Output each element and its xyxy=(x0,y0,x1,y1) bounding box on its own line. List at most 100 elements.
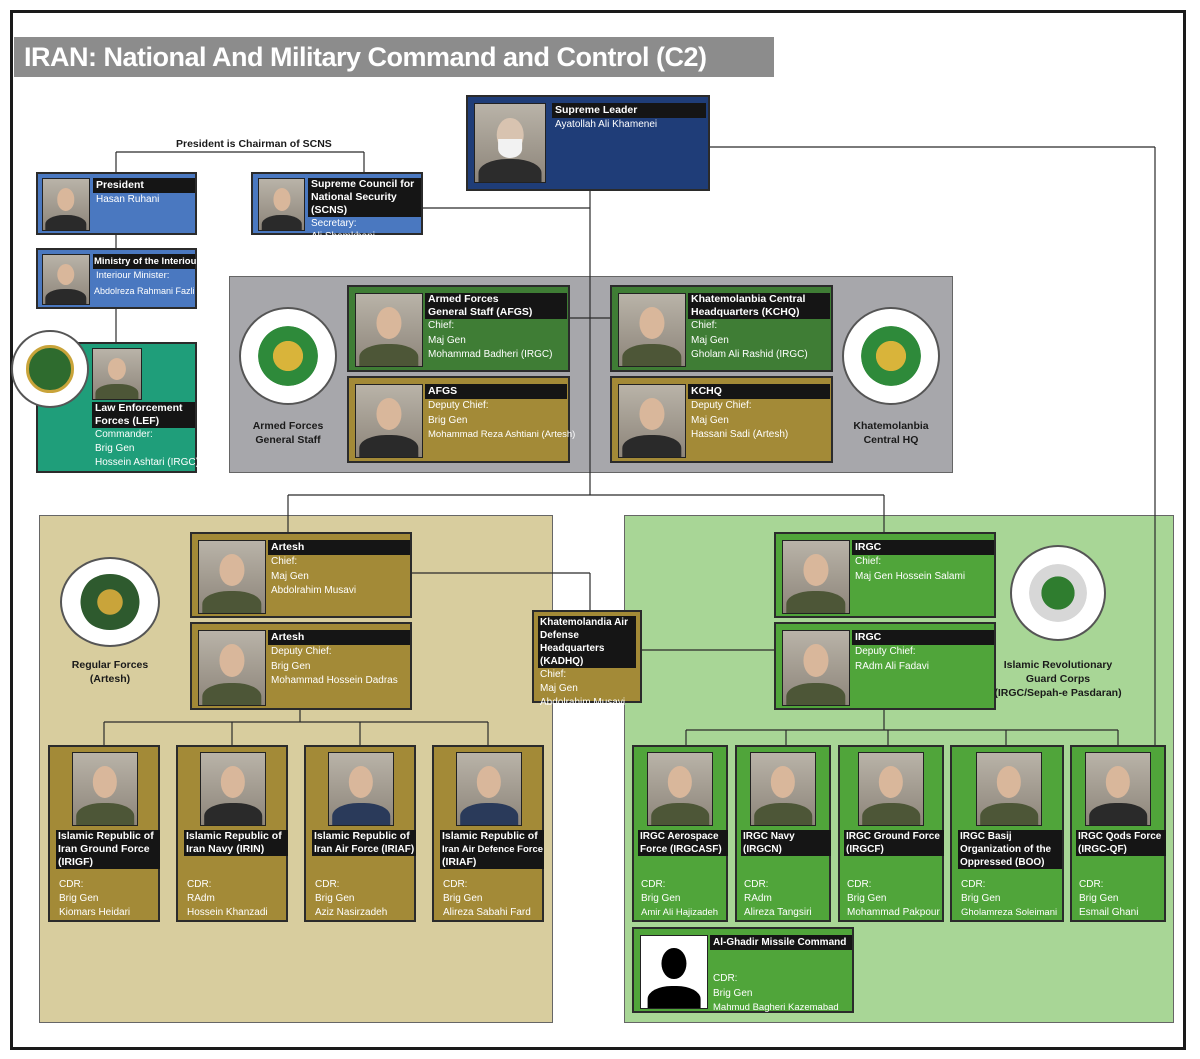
force-role: CDR: xyxy=(847,879,872,890)
force-rank: Brig Gen xyxy=(847,893,887,904)
president-header: President xyxy=(93,178,195,193)
force-header-line3: (IRIAF) xyxy=(442,856,477,868)
force-header-line2: Iran Ground Force xyxy=(58,843,150,855)
force-role: CDR: xyxy=(187,879,212,890)
kadhq-box: Khatemolandia Air Defense Headquarters (… xyxy=(532,610,642,708)
force-rank: RAdm xyxy=(187,893,215,904)
lef-police-emblem xyxy=(11,330,89,408)
artesh-emblem xyxy=(60,557,160,647)
force-header-line2: (IRGCN) xyxy=(743,844,782,855)
force-header-line2: Organization of the xyxy=(960,844,1052,855)
artesh-deputy-box: Artesh Deputy Chief: Brig Gen Mohammad H… xyxy=(190,622,412,710)
kchq-deputy-box: KCHQ Deputy Chief: Maj Gen Hassani Sadi … xyxy=(610,376,833,463)
irgc-chief-header: IRGC xyxy=(852,540,994,555)
lef-name: Hossein Ashtari (IRGC) xyxy=(95,457,199,468)
irgc-chief-role: Chief: xyxy=(855,556,882,567)
afgs-chief-header-line2: General Staff (AFGS) xyxy=(428,306,533,318)
force-header-line2: Iran Air Defence Force xyxy=(442,844,544,855)
artesh-deputy-header: Artesh xyxy=(268,630,410,645)
afgs-deputy-box: AFGS Deputy Chief: Brig Gen Mohammad Rez… xyxy=(347,376,576,463)
afgs-deputy-name: Mohammad Reza Ashtiani (Artesh) xyxy=(428,429,576,440)
scns-role: Secretary: xyxy=(311,218,357,229)
afgs-deputy-header: AFGS xyxy=(425,384,567,399)
force-commander-name: Gholamreza Soleimani xyxy=(961,907,1058,918)
artesh-chief-header: Artesh xyxy=(268,540,410,555)
supreme-leader-photo xyxy=(474,103,546,183)
president-name: Hasan Ruhani xyxy=(96,194,160,205)
irgc-deputy-role: Deputy Chief: xyxy=(855,646,916,657)
force-rank: Brig Gen xyxy=(1079,893,1119,904)
force-rank: Brig Gen xyxy=(315,893,355,904)
scns-box: Supreme Council for National Security (S… xyxy=(251,172,423,242)
force-header-line2: Force (IRGCASF) xyxy=(640,844,722,855)
force-header-line2: (IRGCF) xyxy=(846,844,884,855)
artesh-force-photo xyxy=(328,752,394,826)
artesh-chief-name: Abdolrahim Musavi xyxy=(271,585,357,596)
scns-photo xyxy=(258,178,305,231)
kchq-deputy-photo xyxy=(618,384,686,458)
afgs-deputy-photo xyxy=(355,384,423,458)
lef-rank: Brig Gen xyxy=(95,443,135,454)
supreme-leader-name: Ayatollah Ali Khamenei xyxy=(555,119,658,130)
artesh-force-3: Islamic Republic of Iran Air Defence For… xyxy=(432,745,544,922)
force-commander-name: Alireza Tangsiri xyxy=(744,907,812,918)
scns-chairman-note: President is Chairman of SCNS xyxy=(176,138,332,150)
afgs-chief-role: Chief: xyxy=(428,320,455,331)
force-header-line3: (IRIGF) xyxy=(58,856,93,868)
artesh-deputy-role: Deputy Chief: xyxy=(271,646,332,657)
irgc-force-2: IRGC Ground Force (IRGCF) CDR: Brig Gen … xyxy=(838,745,944,922)
missile-command-box: Al-Ghadir Missile Command CDR: Brig Gen … xyxy=(632,927,854,1013)
irgc-force-4: IRGC Qods Force (IRGC-QF) CDR: Brig Gen … xyxy=(1070,745,1166,922)
irgc-emblem xyxy=(1010,545,1106,641)
artesh-force-photo xyxy=(456,752,522,826)
force-header-line3: Oppressed (BOO) xyxy=(960,857,1045,868)
force-role: CDR: xyxy=(961,879,986,890)
kchq-chief-name: Gholam Ali Rashid (IRGC) xyxy=(691,349,808,360)
lef-header-line2: Forces (LEF) xyxy=(95,415,160,427)
afgs-chief-name: Mohammad Badheri (IRGC) xyxy=(428,349,553,360)
force-header-line1: IRGC Qods Force xyxy=(1078,831,1162,842)
missile-name: Mahmud Bagheri Kazemabad xyxy=(713,1002,839,1013)
missile-rank: Brig Gen xyxy=(713,987,753,999)
supreme-leader-box: Supreme Leader Ayatollah Ali Khamenei xyxy=(466,95,710,191)
missile-header: Al-Ghadir Missile Command xyxy=(710,935,852,950)
kchq-chief-photo xyxy=(618,293,686,367)
interior-minister-photo xyxy=(42,254,90,305)
afgs-deputy-role: Deputy Chief: xyxy=(428,400,489,411)
irgc-force-0: IRGC Aerospace Force (IRGCASF) CDR: Brig… xyxy=(632,745,728,922)
force-role: CDR: xyxy=(641,879,666,890)
kadhq-header-line3: (KADHQ) xyxy=(540,656,584,667)
irgc-force-photo xyxy=(750,752,816,826)
force-rank: Brig Gen xyxy=(443,893,483,904)
lef-role: Commander: xyxy=(95,429,153,440)
kadhq-header-line1: Khatemolandia Air xyxy=(540,617,628,628)
kchq-deputy-role: Deputy Chief: xyxy=(691,400,752,411)
force-commander-name: Alireza Sabahi Fard xyxy=(443,907,531,918)
force-header-line1: IRGC Basij xyxy=(960,831,1012,842)
scns-header-line1: Supreme Council for xyxy=(311,178,415,190)
artesh-chief-box: Artesh Chief: Maj Gen Abdolrahim Musavi xyxy=(190,532,412,618)
afgs-chief-rank: Maj Gen xyxy=(428,334,466,346)
scns-header-line2: National Security (SCNS) xyxy=(311,191,397,216)
kchq-chief-role: Chief: xyxy=(691,320,718,331)
artesh-force-photo xyxy=(72,752,138,826)
kchq-deputy-rank: Maj Gen xyxy=(691,414,729,426)
force-role: CDR: xyxy=(59,879,84,890)
kchq-deputy-header: KCHQ xyxy=(688,384,830,399)
kadhq-name: Abdolrahim Musavi xyxy=(540,697,626,708)
kadhq-rank: Maj Gen xyxy=(540,683,578,694)
irgc-deputy-photo xyxy=(782,630,850,706)
force-rank: RAdm xyxy=(744,893,772,904)
artesh-deputy-rank: Brig Gen xyxy=(271,660,311,672)
irgc-deputy-name: RAdm Ali Fadavi xyxy=(855,660,929,672)
artesh-chief-role: Chief: xyxy=(271,556,298,567)
irgc-force-photo xyxy=(976,752,1042,826)
force-commander-name: Amir Ali Hajizadeh xyxy=(641,907,719,918)
force-rank: Brig Gen xyxy=(961,893,1001,904)
artesh-emblem-label: Regular Forces(Artesh) xyxy=(71,659,149,685)
force-rank: Brig Gen xyxy=(641,893,681,904)
missile-role: CDR: xyxy=(713,973,738,984)
kadhq-header-line2: Defense Headquarters xyxy=(540,630,605,654)
president-box: President Hasan Ruhani xyxy=(36,172,197,235)
force-commander-name: Esmail Ghani xyxy=(1079,907,1139,918)
